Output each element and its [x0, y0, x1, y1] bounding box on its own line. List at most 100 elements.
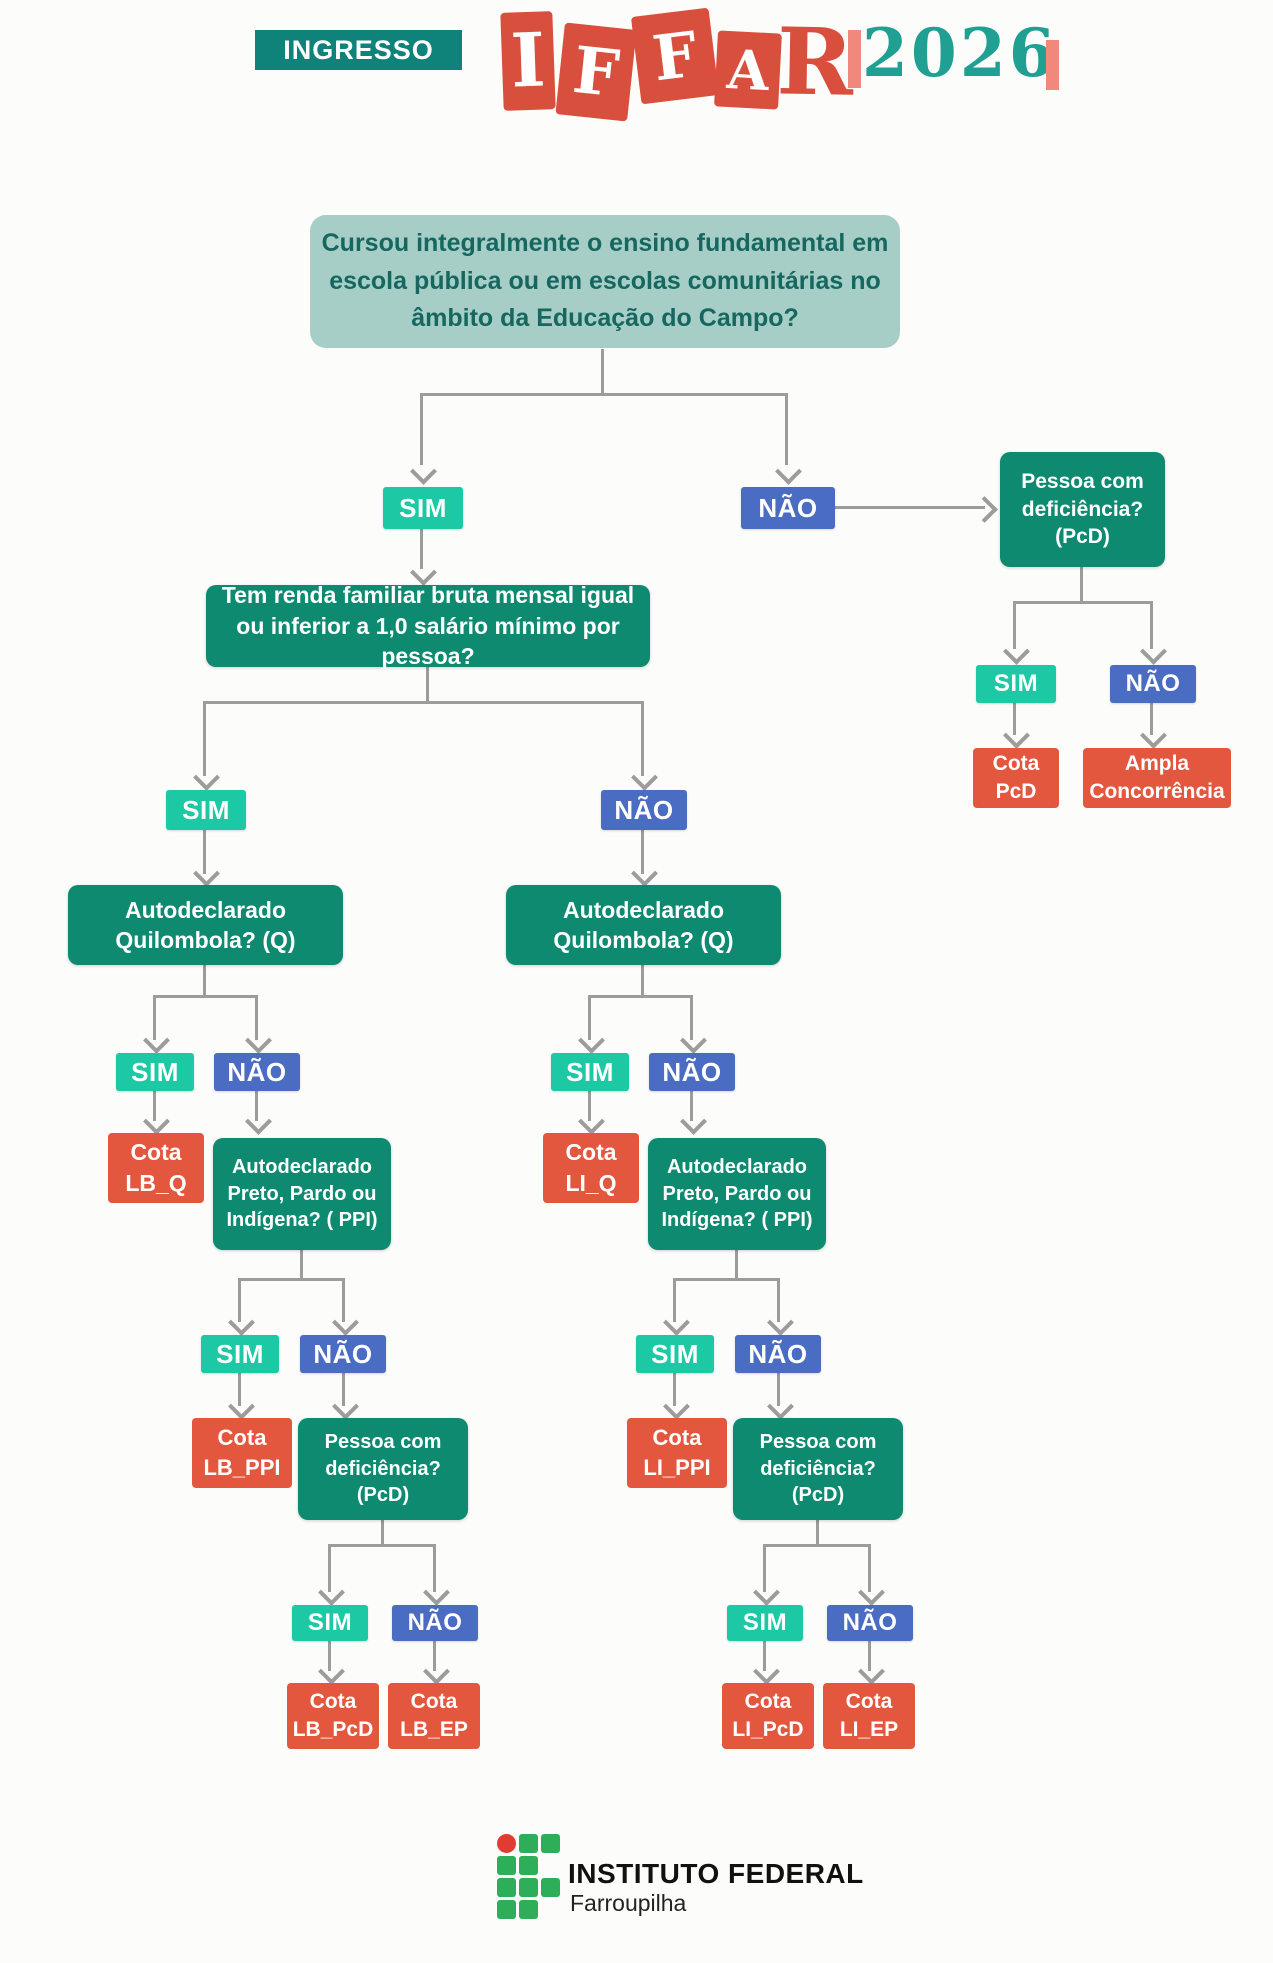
outcome-cota-li-pcd: Cota LI_PcD: [722, 1683, 814, 1749]
arrowhead-down-icon: [663, 1393, 690, 1420]
sim-badge-ppi-right: SIM: [636, 1335, 714, 1373]
outcome-cota-pcd: Cota PcD: [973, 748, 1059, 808]
question-ppi-right: Autodeclarado Preto, Pardo ou Indígena? …: [648, 1138, 826, 1250]
connector-line: [785, 393, 788, 465]
arrowhead-down-icon: [193, 764, 220, 791]
arrowhead-down-icon: [753, 1579, 780, 1606]
connector-line: [763, 1544, 766, 1592]
connector-line: [238, 1373, 241, 1406]
connector-line: [641, 701, 644, 776]
sim-badge-ppi-left: SIM: [201, 1335, 279, 1373]
connector-line: [601, 349, 604, 395]
nao-badge-pcd-right: NÃO: [827, 1605, 913, 1641]
nao-badge-ppi-left: NÃO: [300, 1335, 386, 1373]
if-logo-cell: [519, 1856, 538, 1875]
arrowhead-down-icon: [680, 1027, 707, 1054]
connector-line: [1013, 601, 1153, 604]
outcome-ampla-concorrencia: Ampla Concorrência: [1083, 748, 1231, 808]
connector-line: [673, 1373, 676, 1406]
arrowhead-down-icon: [631, 860, 658, 887]
connector-line: [588, 995, 693, 998]
if-logo-cell: [519, 1878, 538, 1897]
connector-line: [426, 667, 429, 703]
connector-line: [300, 1250, 303, 1280]
connector-line: [153, 995, 258, 998]
question-fundamental: Cursou integralmente o ensino fundamenta…: [310, 215, 900, 348]
connector-line: [342, 1373, 345, 1406]
iffar-logo-letter-f2: F: [630, 7, 720, 105]
connector-line: [420, 393, 788, 396]
ingresso-banner: INGRESSO: [255, 30, 462, 70]
nao-badge-quilombola-right: NÃO: [649, 1053, 735, 1091]
arrowhead-down-icon: [775, 458, 802, 485]
question-pcd-right: Pessoa com deficiência? (PcD): [733, 1418, 903, 1520]
sim-badge-fundamental: SIM: [383, 487, 463, 529]
connector-line: [238, 1278, 345, 1281]
arrowhead-down-icon: [753, 1658, 780, 1685]
arrowhead-down-icon: [318, 1579, 345, 1606]
iffar-logo-letter-a: A: [714, 30, 782, 110]
arrowhead-down-icon: [193, 860, 220, 887]
campus-name: Farroupilha: [570, 1890, 687, 1916]
outcome-cota-li-q: Cota LI_Q: [543, 1133, 639, 1203]
connector-line: [816, 1520, 819, 1546]
connector-line: [868, 1544, 871, 1592]
connector-line: [588, 1091, 591, 1121]
connector-line: [763, 1544, 871, 1547]
arrowhead-down-icon: [318, 1658, 345, 1685]
connector-line: [1013, 703, 1016, 735]
nao-badge-ppi-right: NÃO: [735, 1335, 821, 1373]
nao-badge-quilombola-left: NÃO: [214, 1053, 300, 1091]
question-ppi-left: Autodeclarado Preto, Pardo ou Indígena? …: [213, 1138, 391, 1250]
arrowhead-down-icon: [680, 1108, 707, 1135]
arrowhead-down-icon: [663, 1309, 690, 1336]
sim-badge-pcd-left: SIM: [292, 1605, 368, 1641]
arrowhead-right-icon: [971, 496, 998, 523]
connector-line: [1150, 703, 1153, 735]
outcome-cota-li-ppi: Cota LI_PPI: [627, 1418, 727, 1488]
sim-badge-renda: SIM: [166, 790, 246, 830]
connector-line: [433, 1641, 436, 1671]
question-quilombola-left: Autodeclarado Quilombola? (Q): [68, 885, 343, 965]
sim-badge-pcd-right: SIM: [727, 1605, 803, 1641]
connector-line: [690, 1091, 693, 1121]
sim-badge-pcd-top: SIM: [976, 665, 1056, 703]
outcome-cota-lb-ep: Cota LB_EP: [388, 1683, 480, 1749]
connector-line: [328, 1544, 436, 1547]
if-logo-cell: [519, 1834, 538, 1853]
connector-line: [673, 1278, 780, 1281]
if-logo-cell: [541, 1834, 560, 1853]
outcome-cota-li-ep: Cota LI_EP: [823, 1683, 915, 1749]
arrowhead-down-icon: [228, 1393, 255, 1420]
arrowhead-down-icon: [245, 1108, 272, 1135]
if-logo-dot: [497, 1834, 516, 1853]
year-left-bar: [848, 30, 861, 88]
connector-line: [777, 1278, 780, 1322]
nao-badge-pcd-left: NÃO: [392, 1605, 478, 1641]
connector-line: [835, 506, 985, 509]
question-pcd-left: Pessoa com deficiência? (PcD): [298, 1418, 468, 1520]
nao-badge-renda: NÃO: [601, 790, 687, 830]
arrowhead-down-icon: [578, 1108, 605, 1135]
connector-line: [1150, 601, 1153, 649]
arrowhead-down-icon: [228, 1309, 255, 1336]
year-right-bar: [1046, 40, 1059, 90]
arrowhead-down-icon: [858, 1658, 885, 1685]
question-pcd-top: Pessoa com deficiência? (PcD): [1000, 452, 1165, 567]
arrowhead-down-icon: [410, 458, 437, 485]
connector-line: [203, 830, 206, 874]
connector-line: [420, 393, 423, 465]
connector-line: [203, 965, 206, 997]
arrowhead-down-icon: [767, 1309, 794, 1336]
arrowhead-down-icon: [245, 1027, 272, 1054]
iffar-logo-letter-f1: F: [555, 22, 637, 122]
connector-line: [342, 1278, 345, 1322]
arrowhead-down-icon: [767, 1393, 794, 1420]
arrowhead-down-icon: [1140, 638, 1167, 665]
nao-badge-pcd-top: NÃO: [1110, 665, 1196, 703]
arrowhead-down-icon: [332, 1309, 359, 1336]
if-logo-cell: [519, 1900, 538, 1919]
connector-line: [1013, 601, 1016, 649]
connector-line: [690, 995, 693, 1040]
